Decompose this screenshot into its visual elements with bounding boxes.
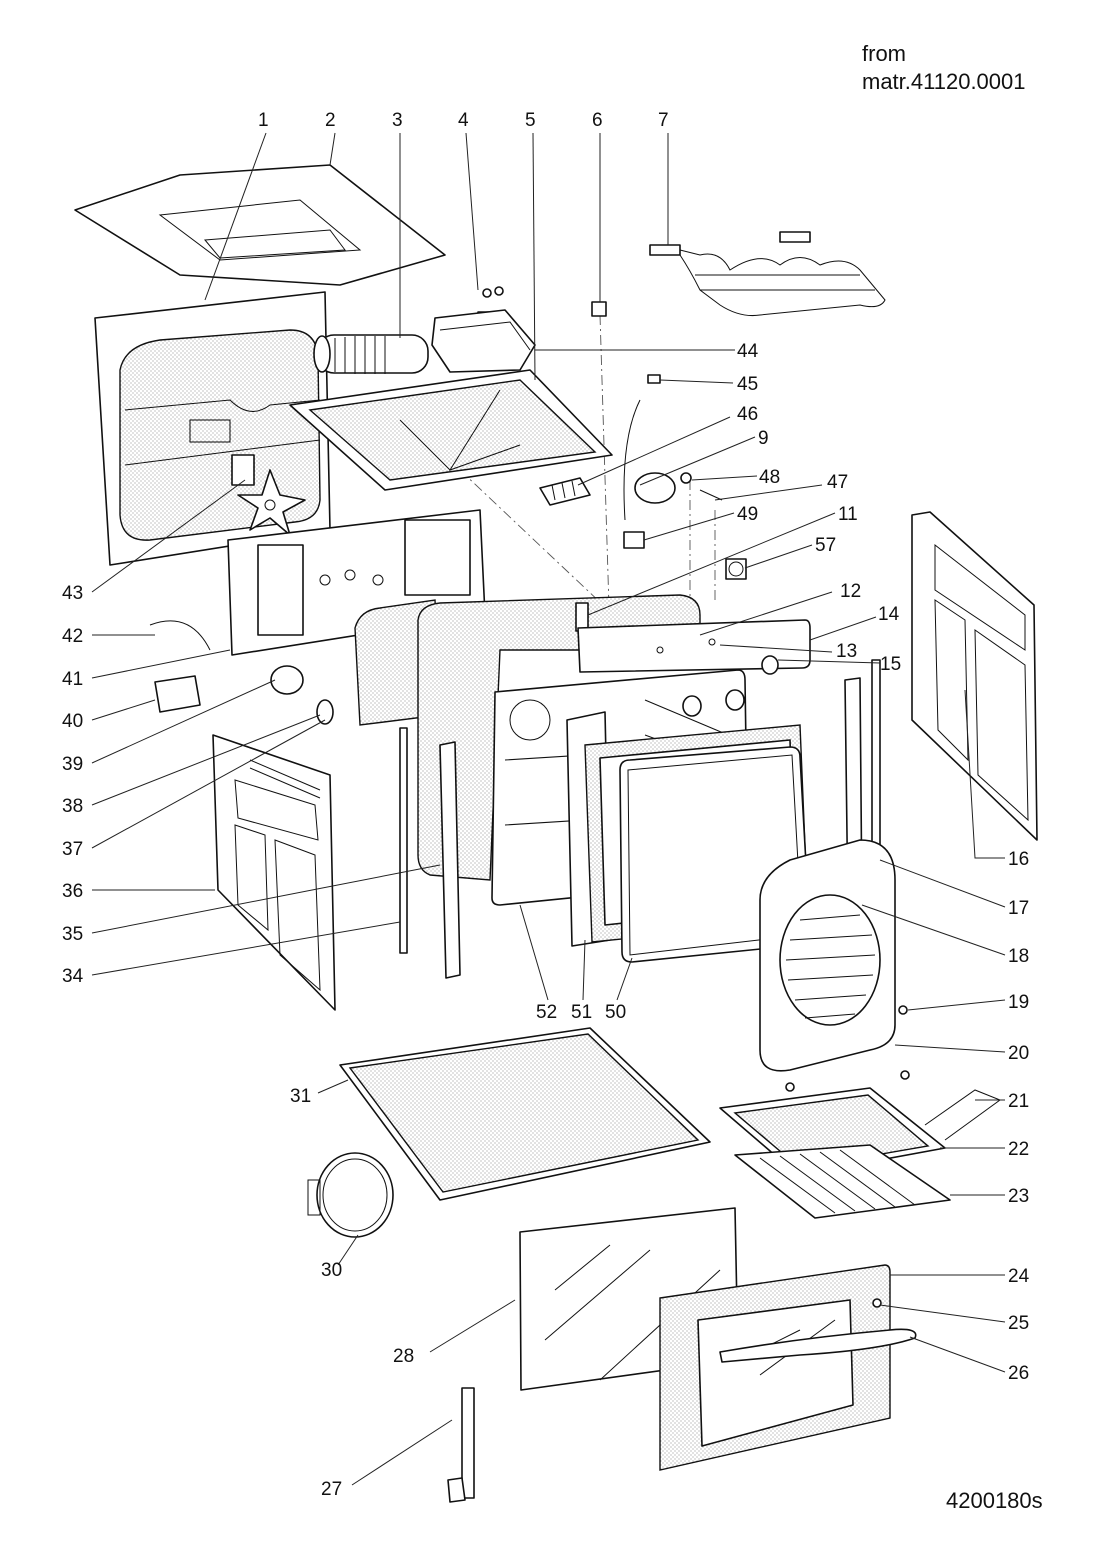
callout-25: 25 (1008, 1313, 1029, 1334)
callout-3: 3 (392, 110, 403, 131)
part-36-left-side-panel[interactable] (212, 734, 336, 1011)
callout-39: 39 (62, 754, 83, 775)
callout-7: 7 (658, 110, 669, 131)
callout-23: 23 (1008, 1186, 1029, 1207)
part-9-thermostat[interactable] (623, 399, 676, 521)
part-6-thermostat-clip[interactable] (591, 301, 607, 317)
part-31-bottom-plate[interactable] (339, 1027, 711, 1201)
callout-11: 11 (838, 504, 858, 525)
callout-9: 9 (758, 428, 769, 449)
from-line-2: matr.41120.0001 (862, 69, 1026, 94)
callout-38: 38 (62, 796, 83, 817)
callout-27: 27 (321, 1479, 342, 1500)
part-47-spring[interactable] (699, 489, 723, 501)
callout-15: 15 (880, 654, 901, 675)
from-note: from matr.41120.0001 (862, 40, 1026, 96)
callout-51: 51 (571, 1002, 592, 1023)
callout-57: 57 (815, 535, 836, 556)
callout-50: 50 (605, 1002, 626, 1023)
part-46-switch[interactable] (539, 477, 591, 506)
callout-35: 35 (62, 924, 83, 945)
callout-30: 30 (321, 1260, 342, 1281)
part-42-cable[interactable] (149, 620, 211, 651)
callout-37: 37 (62, 839, 83, 860)
part-57-selector-switch[interactable] (725, 558, 747, 580)
callout-34: 34 (62, 966, 84, 987)
part-24-door-outer-panel[interactable] (659, 1264, 891, 1471)
callout-19: 19 (1008, 992, 1029, 1013)
part-49-switch-block[interactable] (623, 531, 645, 549)
callouts-bottom: 52 51 50 31 30 28 27 (290, 1002, 626, 1500)
part-40-terminal-block[interactable] (154, 675, 201, 713)
callout-18: 18 (1008, 946, 1029, 967)
part-38-lamp[interactable] (316, 699, 334, 725)
part-19-screws[interactable] (785, 1005, 910, 1092)
part-20-fan-cover[interactable] (759, 839, 896, 1072)
drawing-code: 4200180s (946, 1488, 1043, 1513)
callout-20: 20 (1008, 1043, 1029, 1064)
part-34-left-seal-strip[interactable] (399, 727, 408, 954)
callout-47: 47 (827, 472, 848, 493)
callout-52: 52 (536, 1002, 557, 1023)
part-23-oven-rack[interactable] (734, 1144, 951, 1219)
callout-44: 44 (737, 341, 759, 362)
callout-5: 5 (525, 110, 536, 131)
part-21-shelf-guide[interactable] (924, 1089, 1002, 1141)
part-14-control-panel[interactable] (577, 619, 811, 673)
callout-36: 36 (62, 881, 83, 902)
part-43-fan-motor[interactable] (231, 454, 306, 536)
callout-24: 24 (1008, 1266, 1030, 1287)
callout-16: 16 (1008, 849, 1029, 870)
callout-14: 14 (878, 604, 900, 625)
from-line-1: from (862, 41, 906, 66)
part-16-right-side-panel[interactable] (911, 511, 1038, 841)
callouts-top: 1 2 3 4 5 6 7 (258, 110, 669, 131)
callout-40: 40 (62, 711, 83, 732)
callouts-right: 44 45 46 9 48 47 49 11 57 12 14 13 15 16… (737, 341, 1030, 1384)
part-3-tangential-fan[interactable] (313, 334, 429, 374)
part-15-knob[interactable] (761, 655, 779, 675)
callout-26: 26 (1008, 1363, 1029, 1384)
callout-1: 1 (258, 110, 269, 131)
part-5-top-frame[interactable] (289, 369, 613, 491)
callout-12: 12 (840, 581, 861, 602)
part-27-door-hinge[interactable] (447, 1387, 475, 1503)
part-2-top-cover[interactable] (74, 164, 446, 286)
callout-13: 13 (836, 641, 857, 662)
callout-17: 17 (1008, 898, 1029, 919)
part-26-door-handle[interactable] (719, 1328, 917, 1363)
callout-6: 6 (592, 110, 603, 131)
part-25-door-screw[interactable] (872, 1298, 882, 1308)
callout-21: 21 (1008, 1091, 1029, 1112)
part-45-clip[interactable] (647, 374, 661, 384)
leader-lines (91, 132, 1006, 1486)
callout-41: 41 (62, 669, 83, 690)
part-35-left-bracket[interactable] (439, 741, 461, 979)
callout-48: 48 (759, 467, 780, 488)
callout-43: 43 (62, 583, 83, 604)
callout-2: 2 (325, 110, 336, 131)
part-39-lamp-glass[interactable] (270, 665, 304, 695)
part-11-lamp-holder-tube[interactable] (575, 602, 589, 632)
callout-45: 45 (737, 374, 758, 395)
callout-46: 46 (737, 404, 758, 425)
callout-4: 4 (458, 110, 469, 131)
part-48-indicator-lamp[interactable] (680, 472, 692, 484)
callout-31: 31 (290, 1086, 311, 1107)
callout-22: 22 (1008, 1139, 1029, 1160)
callout-28: 28 (393, 1346, 414, 1367)
part-7-grill-element[interactable] (649, 231, 886, 316)
callouts-left: 43 42 41 40 39 38 37 36 35 34 (62, 583, 84, 987)
part-1-rear-panel[interactable] (94, 291, 331, 566)
callout-42: 42 (62, 626, 83, 647)
part-30-circular-element[interactable] (307, 1152, 394, 1238)
part-44-switch-box[interactable] (431, 309, 536, 373)
callout-49: 49 (737, 504, 758, 525)
part-12-insulation[interactable] (354, 594, 701, 881)
